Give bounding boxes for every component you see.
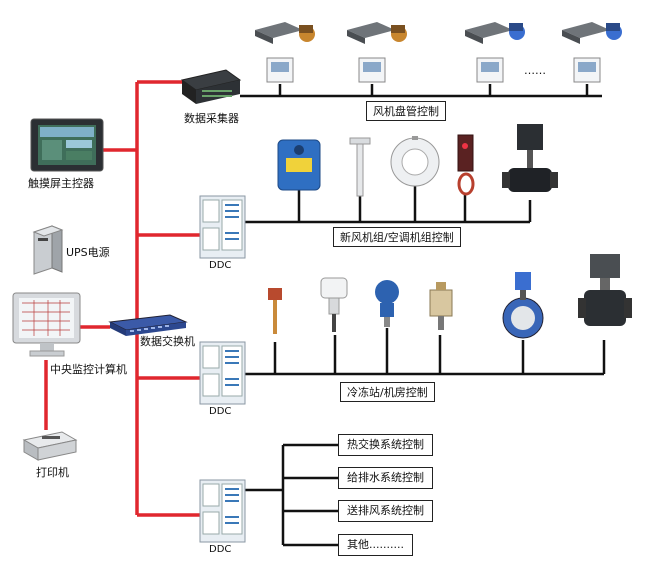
fan-coil-unit-2 — [347, 22, 407, 83]
other-systems-box: 其他.......... — [338, 534, 413, 556]
pressure-transmitter-icon — [375, 280, 399, 327]
duct-temperature-sensor-icon — [349, 137, 371, 197]
ventilation-exhaust-control-box: 送排风系统控制 — [338, 500, 433, 522]
network-switch-icon — [108, 314, 188, 336]
switch-label: 数据交换机 — [140, 335, 195, 348]
butterfly-valve-icon — [502, 272, 544, 339]
central-computer-icon — [12, 292, 81, 357]
ddc-label-2: DDC — [209, 406, 232, 417]
water-supply-drainage-control-box: 给排水系统控制 — [338, 467, 433, 489]
ups-icon — [32, 225, 64, 275]
chiller-section-title: 冷冻站/机房控制 — [340, 382, 435, 402]
fan-coil-unit-1 — [255, 22, 315, 83]
touch-screen-controller-icon — [30, 118, 104, 172]
motorized-control-valve-icon-2 — [578, 254, 632, 326]
differential-pressure-switch-icon — [390, 136, 440, 187]
ddc-label-1: DDC — [209, 260, 232, 271]
printer-label: 打印机 — [36, 466, 69, 479]
data-collector-icon — [180, 69, 242, 104]
red-network-lines — [44, 80, 200, 517]
fan-coil-unit-3 — [465, 22, 525, 83]
immersion-temperature-sensor-icon — [268, 288, 282, 334]
ddc-controller-icon-1 — [199, 195, 246, 259]
black-bus-lines — [240, 84, 606, 547]
ddc-label-3: DDC — [209, 544, 232, 555]
fan-coil-ellipsis: …… — [524, 64, 546, 77]
ups-label: UPS电源 — [66, 246, 110, 259]
central-computer-label: 中央监控计算机 — [50, 363, 127, 376]
fan-coil-section-title: 风机盘管控制 — [366, 101, 446, 121]
ddc-controller-icon-2 — [199, 341, 246, 405]
pressure-switch-icon — [429, 282, 453, 330]
water-flow-switch-icon — [320, 277, 348, 332]
data-collector-label: 数据采集器 — [184, 112, 239, 125]
heat-exchange-control-box: 热交换系统控制 — [338, 434, 433, 456]
fresh-air-section-title: 新风机组/空调机组控制 — [333, 227, 461, 247]
ddc-controller-icon-3 — [199, 479, 246, 543]
fan-coil-unit-4 — [562, 22, 622, 83]
freeze-protection-thermostat-icon — [457, 134, 475, 196]
printer-icon — [22, 431, 78, 461]
motorized-control-valve-icon-1 — [502, 124, 558, 192]
touch-screen-label: 触摸屏主控器 — [28, 177, 94, 190]
damper-actuator-icon — [277, 139, 321, 191]
